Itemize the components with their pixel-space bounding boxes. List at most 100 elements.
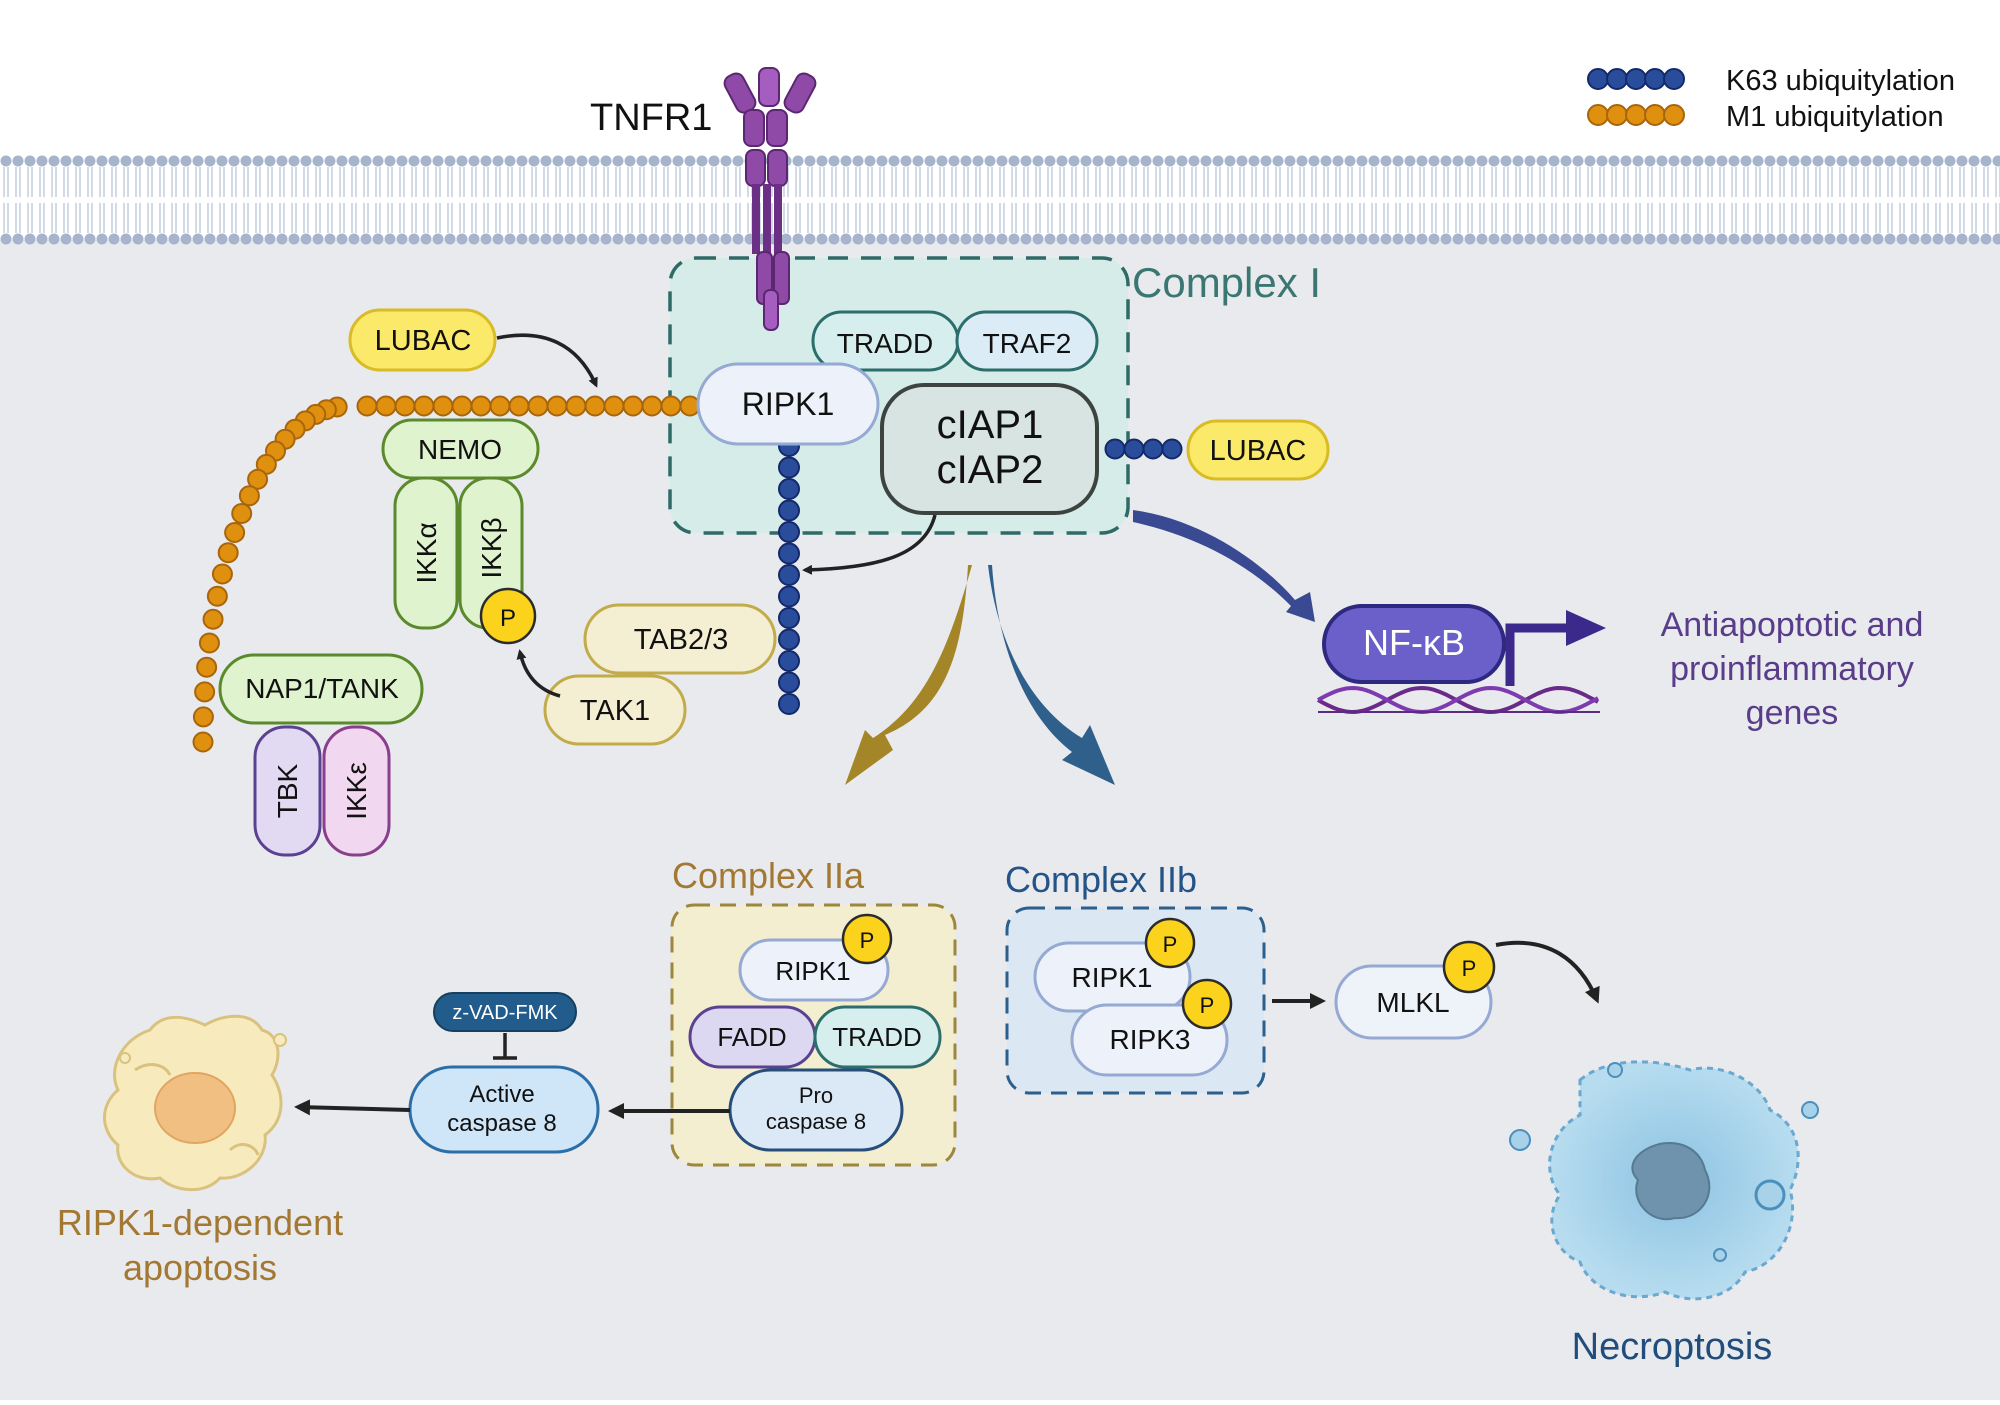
nap1-label: NAP1/TANK <box>245 673 399 704</box>
traf2-node <box>955 310 1099 372</box>
ikkb-phospho-badge <box>479 587 537 645</box>
mlkl-phospho-label: P <box>1462 956 1477 981</box>
ripk1-node <box>696 362 880 446</box>
traf2-label: TRAF2 <box>983 328 1072 359</box>
tnfr1-receptor <box>723 67 817 331</box>
fadd-label: FADD <box>717 1022 786 1052</box>
ubiquitin-bead <box>202 608 224 630</box>
tradd-label: TRADD <box>837 328 933 359</box>
ubiquitin-bead <box>192 706 214 728</box>
complex2a-tradd-label: TRADD <box>832 1022 922 1052</box>
promoter-arrowhead <box>1566 610 1606 646</box>
ripk3-label: RIPK3 <box>1110 1024 1191 1055</box>
ubiquitin-bead <box>778 542 800 565</box>
ubiquitin-bead <box>375 395 397 417</box>
ubiquitin-bead <box>1104 438 1126 460</box>
ubiquitin-bead <box>641 395 663 417</box>
ubiquitin-bead <box>238 485 260 507</box>
ubiquitin-bead <box>211 563 233 585</box>
dna-helix <box>1317 685 1600 715</box>
ubiquitin-bead <box>198 632 220 654</box>
ikke-node <box>322 725 391 857</box>
ubiquitin-bead <box>1123 438 1145 460</box>
ripk3-phospho-label: P <box>1200 993 1215 1018</box>
lubac-left-label: LUBAC <box>375 325 472 357</box>
ubiquitin-bead <box>778 607 800 629</box>
tbk-label: TBK <box>272 763 303 818</box>
active-caspase8-line1: Active <box>469 1081 534 1108</box>
pro-caspase8-line1: Pro <box>799 1083 833 1108</box>
ubiquitin-bead <box>206 585 228 607</box>
ubiquitin-bead <box>546 395 568 417</box>
ubiquitin-bead <box>394 395 416 417</box>
zvad-node <box>433 992 577 1032</box>
necroptosis-label: Necroptosis <box>1572 1326 1773 1368</box>
nap1-node <box>218 653 424 725</box>
ubiquitin-bead <box>196 656 218 678</box>
genes-line1: Antiapoptotic and <box>1661 606 1924 644</box>
ubiquitin-bead <box>778 456 800 479</box>
complex2b-ripk1-label: RIPK1 <box>1072 962 1153 993</box>
tak1-node <box>543 674 687 746</box>
complex2a-tradd-node <box>813 1005 942 1069</box>
complex2a-title: Complex IIa <box>672 855 865 896</box>
apoptosis-line2: apoptosis <box>123 1247 277 1288</box>
promoter-arrow-line <box>1505 623 1570 686</box>
ubiquitin-bead <box>584 395 606 417</box>
zvad-label: z-VAD-FMK <box>452 1002 558 1024</box>
k63-ubiquitin-chain-lubac <box>1104 438 1183 460</box>
ciap2-label: cIAP2 <box>937 448 1044 492</box>
complex2b-ripk1-phospho-label: P <box>1163 932 1178 957</box>
complex1-title: Complex I <box>1132 259 1321 306</box>
complex2a-arrow <box>845 565 972 785</box>
ubiquitin-bead <box>660 395 682 417</box>
legend-m1-chain <box>1587 104 1685 126</box>
ubiquitin-bead <box>778 478 800 500</box>
ikka-label: IKKα <box>411 522 442 583</box>
ikka-node <box>393 476 459 630</box>
ubiquitin-bead <box>778 499 800 522</box>
nfkb-node <box>1322 604 1506 684</box>
genes-line3: genes <box>1746 694 1839 732</box>
ubiquitin-bead <box>778 693 800 715</box>
complex2a-ripk1-label: RIPK1 <box>775 956 850 986</box>
tab23-node <box>583 603 777 675</box>
ubiquitin-bead <box>489 395 511 417</box>
ubiquitin-bead <box>217 542 239 564</box>
ubiquitin-bead <box>1161 438 1183 460</box>
m1-ubiquitin-chain <box>192 395 701 753</box>
tab23-label: TAB2/3 <box>634 624 729 656</box>
apoptosis-arrow <box>294 1099 411 1116</box>
lubac-right-label: LUBAC <box>1210 435 1307 467</box>
mlkl-necroptosis-arrow <box>1495 940 1600 1004</box>
ubiquitin-bead <box>194 681 216 703</box>
nfkb-arrow <box>1133 510 1315 622</box>
ubiquitin-bead <box>247 468 269 490</box>
ikkb-label: IKKβ <box>476 517 507 578</box>
ikkb-phospho-label: P <box>500 605 516 632</box>
ubiquitin-bead <box>470 395 492 417</box>
lubac-right-node <box>1186 419 1330 481</box>
ubiquitin-bead <box>451 395 473 417</box>
ubiquitin-bead <box>527 395 549 417</box>
ubiquitin-bead <box>778 585 800 608</box>
cell-membrane <box>0 155 2000 245</box>
ubiquitin-bead <box>356 395 378 417</box>
legend-k63-chain <box>1587 68 1685 90</box>
pro-caspase8-line2: caspase 8 <box>766 1109 866 1134</box>
ciap-node <box>880 383 1099 515</box>
tnfr1-label: TNFR1 <box>590 97 712 139</box>
tak1-arrow <box>516 649 561 698</box>
genes-line2: proinflammatory <box>1670 650 1914 688</box>
legend-m1-label: M1 ubiquitylation <box>1726 101 1944 133</box>
ripk1-label: RIPK1 <box>742 386 834 422</box>
ripk3-node <box>1070 1003 1229 1077</box>
apoptosis-line1: RIPK1-dependent <box>57 1202 343 1243</box>
ubiquitin-bead <box>778 564 800 586</box>
apoptotic-cell-icon <box>103 1014 287 1192</box>
ubiquitin-bead <box>508 395 530 417</box>
mlkl-phospho-badge <box>1442 940 1496 994</box>
complex2a-ripk1-phospho-label: P <box>860 928 875 953</box>
